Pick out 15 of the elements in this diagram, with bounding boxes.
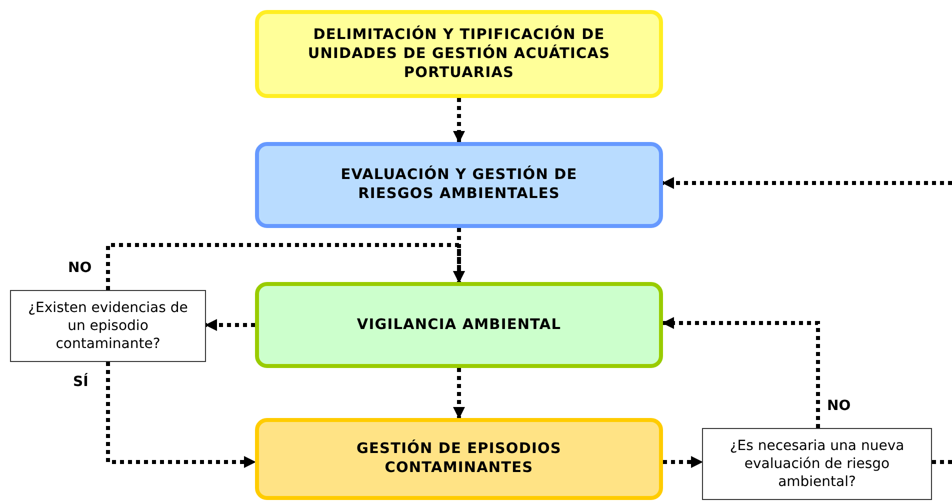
dotted-arrow [205,319,255,331]
dotted-arrow [662,317,820,428]
decision-box: ¿Existen evidencias de un episodio contaminante? [10,290,206,362]
process-box: EVALUACIÓN Y GESTIÓN DE RIESGOS AMBIENTALES [255,142,663,228]
dotted-line [932,460,952,464]
dotted-arrow [106,362,256,468]
decision-box: ¿Es necesaria una nueva evaluación de riesgo ambiental? [702,428,932,500]
dotted-arrow [106,243,465,290]
process-box: VIGILANCIA AMBIENTAL [255,282,663,368]
process-box: GESTIÓN DE EPISODIOS CONTAMINANTES [255,418,663,500]
dotted-arrow [663,456,703,468]
dotted-arrow [453,98,465,143]
dotted-arrow [453,368,465,419]
process-box: DELIMITACIÓN Y TIPIFICACIÓN DE UNIDADES DE GESTIÓN ACUÁTICAS PORTUARIAS [255,10,663,98]
dotted-arrow [662,177,952,189]
